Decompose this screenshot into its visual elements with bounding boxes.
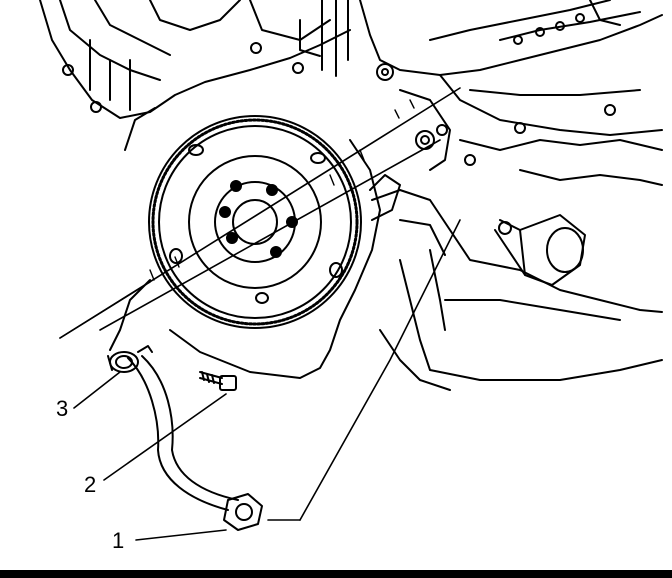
engine-block [39, 0, 663, 186]
flywheel [148, 115, 362, 329]
pipe-fitting-seal [107, 345, 153, 373]
bolt [199, 371, 237, 391]
oil-pan [109, 139, 663, 391]
leader-lines [59, 87, 461, 521]
bottom-border [0, 570, 672, 578]
callout-3: 3 [56, 396, 68, 421]
callout-leaders [73, 371, 227, 541]
callout-1: 1 [112, 528, 124, 553]
oil-cooler-pipe [127, 355, 263, 531]
callout-2: 2 [84, 472, 96, 497]
